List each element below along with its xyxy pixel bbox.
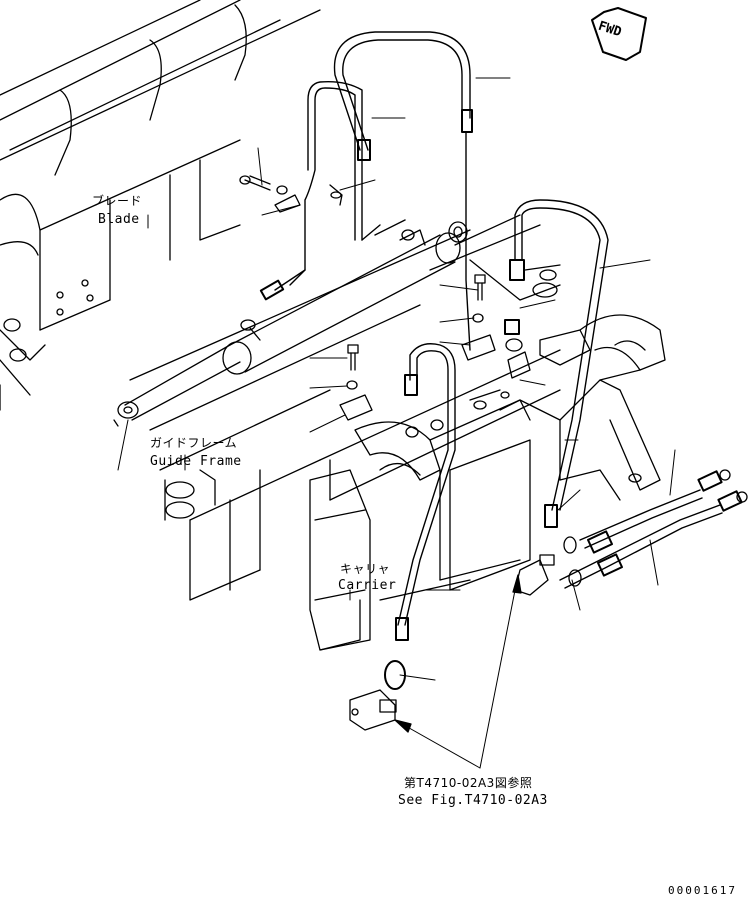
hoses-drawing <box>259 31 748 731</box>
guide-frame-label-jp: ガイドフレーム <box>150 436 238 450</box>
drawing-number: 00001617 <box>668 884 737 897</box>
blade-drawing <box>0 0 321 411</box>
blade-cylinder-drawing <box>113 221 468 427</box>
blade-label-jp: ブレード <box>92 194 143 208</box>
carrier-label-en: Carrier <box>338 578 397 593</box>
leader-lines <box>117 77 676 769</box>
reference-label-jp: 第T4710-02A3図参照 <box>404 776 533 790</box>
blade-label-en: Blade <box>98 212 140 227</box>
carrier-label-jp: キャリャ <box>340 562 391 576</box>
fasteners-drawing <box>239 175 531 438</box>
carrier-drawing <box>309 214 666 651</box>
reference-label-en: See Fig.T4710-02A3 <box>398 793 548 808</box>
fwd-arrow-icon <box>591 7 647 61</box>
guide-frame-drawing <box>129 229 471 601</box>
guide-frame-label-en: Guide Frame <box>150 454 242 469</box>
